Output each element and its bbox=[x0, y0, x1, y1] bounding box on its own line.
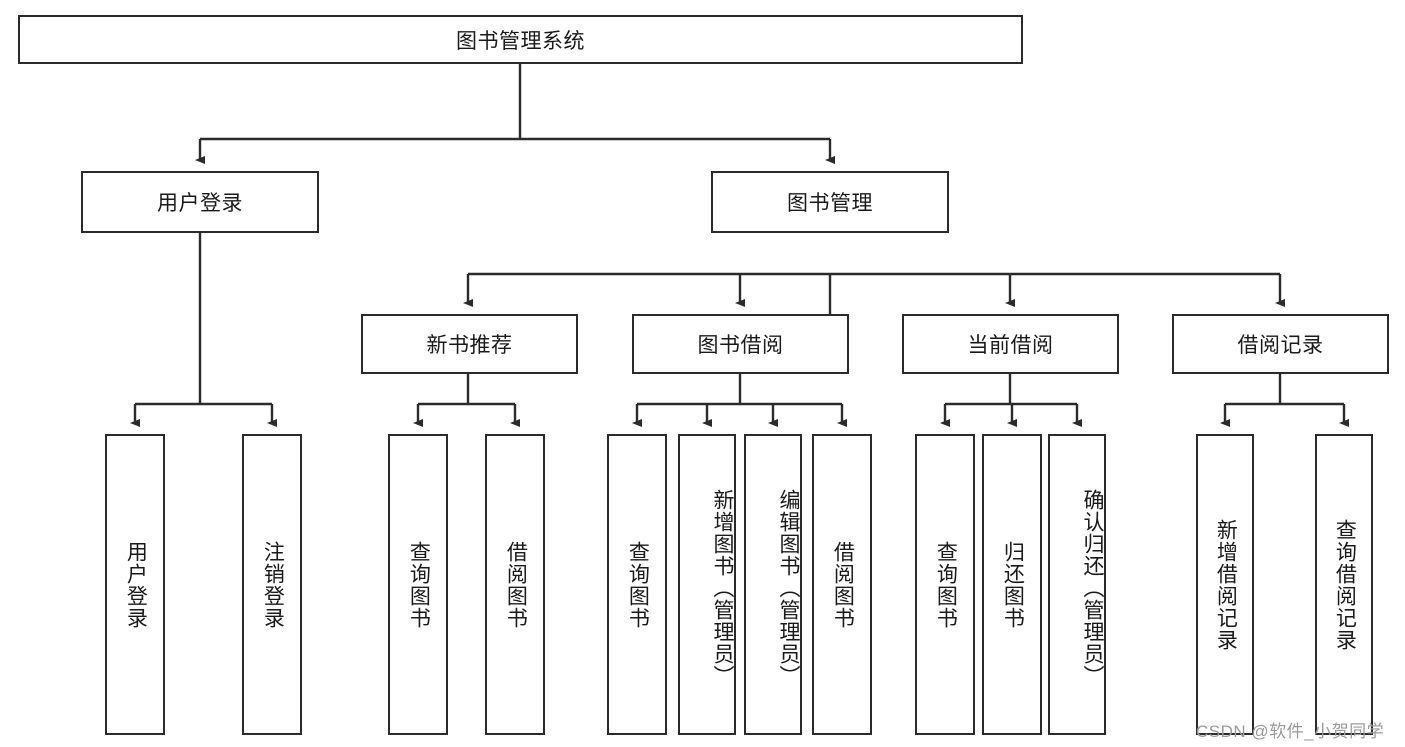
leaf-query-book[interactable]: 查询图书 bbox=[607, 434, 667, 735]
leaf-query-book-rec-label: 查询图书 bbox=[407, 540, 431, 629]
node-borrow-record-label: 借阅记录 bbox=[1237, 334, 1324, 357]
node-new-book-rec[interactable]: 新书推荐 bbox=[361, 314, 578, 374]
leaf-query-record-label: 查询借阅记录 bbox=[1333, 518, 1357, 651]
leaf-borrow-book[interactable]: 借阅图书 bbox=[812, 434, 872, 735]
leaf-edit-book-label: 编辑图书（管理员） bbox=[777, 488, 800, 687]
leaf-add-book-label: 新增图书（管理员） bbox=[711, 488, 734, 687]
leaf-query-book-rec[interactable]: 查询图书 bbox=[388, 434, 448, 735]
leaf-user-logout-label: 注销登录 bbox=[261, 540, 285, 629]
leaf-borrow-book-rec-label: 借阅图书 bbox=[504, 540, 528, 629]
leaf-query-book-cur-label: 查询图书 bbox=[934, 540, 958, 629]
leaf-return-book-label: 归还图书 bbox=[1001, 540, 1025, 629]
node-root-label: 图书管理系统 bbox=[456, 29, 585, 53]
leaf-user-logout[interactable]: 注销登录 bbox=[242, 434, 302, 735]
leaf-query-record[interactable]: 查询借阅记录 bbox=[1315, 434, 1373, 735]
leaf-query-book-label: 查询图书 bbox=[626, 540, 650, 629]
csdn-watermark: CSDN @软件_小贺同学 bbox=[1196, 722, 1385, 741]
leaf-add-record-label: 新增借阅记录 bbox=[1214, 518, 1238, 651]
node-root[interactable]: 图书管理系统 bbox=[18, 15, 1023, 64]
leaf-borrow-book-rec[interactable]: 借阅图书 bbox=[485, 434, 545, 735]
node-current-borrow-label: 当前借阅 bbox=[967, 334, 1054, 357]
node-book-manage[interactable]: 图书管理 bbox=[711, 171, 949, 233]
leaf-add-record[interactable]: 新增借阅记录 bbox=[1196, 434, 1254, 735]
leaf-add-book[interactable]: 新增图书（管理员） bbox=[678, 434, 736, 735]
leaf-edit-book[interactable]: 编辑图书（管理员） bbox=[744, 434, 802, 735]
leaf-user-login[interactable]: 用户登录 bbox=[105, 434, 165, 735]
node-book-borrow[interactable]: 图书借阅 bbox=[632, 314, 849, 374]
node-user-login-label: 用户登录 bbox=[157, 192, 243, 215]
leaf-return-book[interactable]: 归还图书 bbox=[982, 434, 1042, 735]
leaf-confirm-return-label: 确认归还（管理员） bbox=[1081, 488, 1104, 687]
leaf-borrow-book-label: 借阅图书 bbox=[831, 540, 855, 629]
node-new-book-rec-label: 新书推荐 bbox=[426, 334, 513, 357]
node-current-borrow[interactable]: 当前借阅 bbox=[902, 314, 1119, 374]
leaf-confirm-return[interactable]: 确认归还（管理员） bbox=[1048, 434, 1106, 735]
leaf-query-book-cur[interactable]: 查询图书 bbox=[915, 434, 975, 735]
node-user-login[interactable]: 用户登录 bbox=[81, 171, 319, 233]
node-book-manage-label: 图书管理 bbox=[787, 192, 873, 215]
leaf-user-login-label: 用户登录 bbox=[124, 540, 148, 629]
node-borrow-record[interactable]: 借阅记录 bbox=[1172, 314, 1389, 374]
node-book-borrow-label: 图书借阅 bbox=[697, 334, 784, 357]
